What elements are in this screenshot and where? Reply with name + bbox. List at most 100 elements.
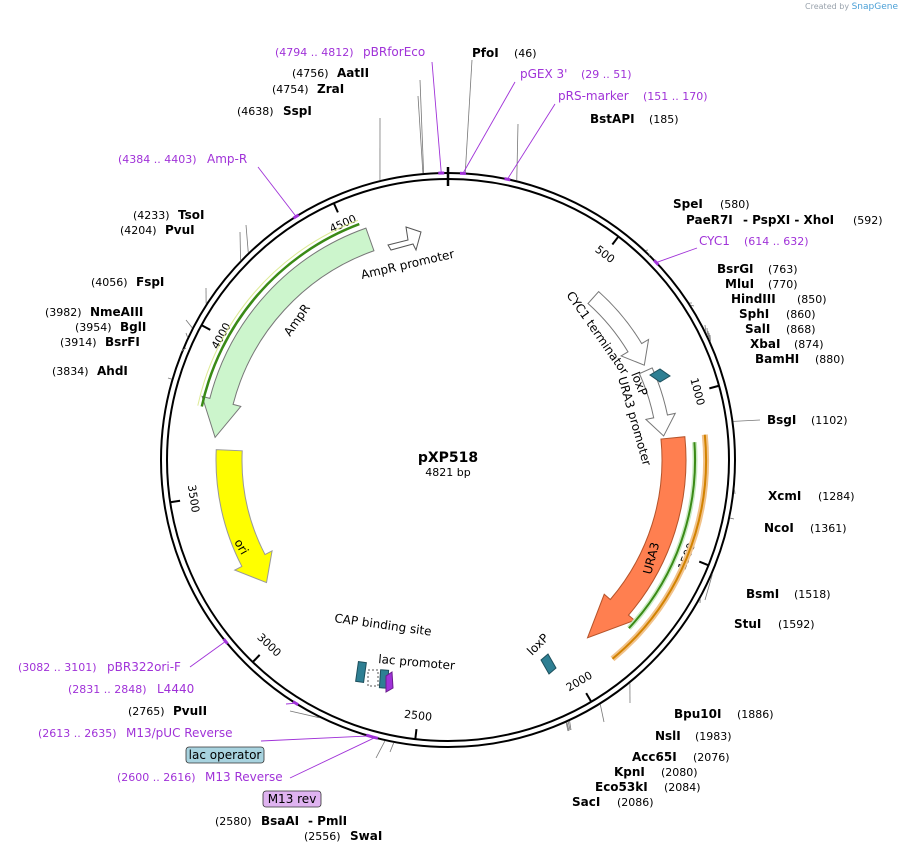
enzyme-position: (1361) — [810, 522, 847, 535]
enzyme-leader — [690, 304, 695, 307]
enzyme-position: (1886) — [737, 708, 774, 721]
m13-rev-box[interactable]: M13 rev — [262, 790, 322, 808]
primer-leader — [462, 81, 516, 174]
label-leaders — [167, 59, 761, 759]
primer-leader — [431, 61, 442, 174]
enzyme-leader — [289, 710, 320, 719]
primer-Amp-R[interactable]: (4384 .. 4403)Amp-R — [118, 152, 247, 166]
enzyme-leader — [567, 721, 571, 731]
enzyme-SwaI[interactable]: (2556)SwaI — [304, 829, 382, 843]
enzyme-NslI[interactable]: NslI(1983) — [655, 729, 732, 743]
primer-M13-Reverse[interactable]: (2600 .. 2616)M13 Reverse — [117, 770, 283, 784]
enzyme-MluI[interactable]: MluI (770) — [725, 277, 798, 291]
enzyme-position: (770) — [768, 278, 798, 291]
enzyme-FspI[interactable]: (4056)FspI — [91, 275, 164, 289]
enzyme-TsoI[interactable]: (4233)TsoI — [133, 208, 204, 222]
primer-pRS-marker[interactable]: pRS-marker(151 .. 170) — [558, 89, 708, 103]
enzyme-name: Eco53kI — [595, 780, 648, 794]
primer-L4440[interactable]: (2831 .. 2848)L4440 — [68, 682, 194, 696]
enzyme-PaeR7I[interactable]: PaeR7I- PspXI - XhoI(592) — [686, 213, 883, 227]
primer-pBRforEco[interactable]: (4794 .. 4812)pBRforEco — [275, 45, 425, 59]
enzyme-SalI[interactable]: SalI(868) — [745, 322, 816, 336]
primer-name: pBRforEco — [363, 45, 425, 59]
enzyme-ZraI[interactable]: (4754)ZraI — [272, 82, 344, 96]
enzyme-BamHI[interactable]: BamHI(880) — [755, 352, 845, 366]
enzyme-XbaI[interactable]: XbaI(874) — [750, 337, 824, 351]
primer-pBR322ori-F[interactable]: (3082 .. 3101)pBR322ori-F — [18, 660, 181, 674]
loxp-bottom-marker[interactable] — [540, 653, 557, 675]
scale-tick — [332, 202, 339, 213]
primer-position: (3082 .. 3101) — [18, 661, 97, 674]
ampr-orf-line — [200, 222, 360, 407]
enzyme-Bpu10I[interactable]: Bpu10I(1886) — [674, 707, 774, 721]
enzyme-Acc65I[interactable]: Acc65I(2076) — [632, 750, 730, 764]
enzyme-XcmI[interactable]: XcmI(1284) — [768, 489, 855, 503]
enzyme-BsmI[interactable]: BsmI(1518) — [746, 587, 831, 601]
enzyme-name: SacI — [572, 795, 600, 809]
ura3-arrow[interactable] — [586, 436, 687, 639]
enzyme-leader — [733, 419, 761, 422]
primer-pGEX3[interactable]: pGEX 3'(29 .. 51) — [520, 67, 632, 81]
enzyme-position: (2765) — [128, 705, 165, 718]
enzyme-PfoI[interactable]: PfoI(46) — [472, 46, 537, 60]
primer-sites — [189, 61, 698, 779]
loxp-top-marker[interactable] — [649, 368, 671, 383]
cap-site-block[interactable] — [355, 660, 367, 684]
ampr-arrow[interactable] — [201, 227, 375, 439]
primer-M13pUC-Reverse[interactable]: (2613 .. 2635)M13/pUC Reverse — [38, 726, 233, 740]
lac-promoter-arrow[interactable] — [385, 671, 394, 693]
enzyme-BglI[interactable]: (3954)BglI — [75, 320, 146, 334]
enzyme-position: (46) — [514, 47, 537, 60]
primer-name: Amp-R — [207, 152, 247, 166]
enzyme-leader — [185, 332, 188, 338]
enzyme-leader — [734, 489, 736, 495]
enzyme-BsrGI[interactable]: BsrGI(763) — [717, 262, 798, 276]
enzyme-position: (1983) — [695, 730, 732, 743]
enzyme-name: SphI — [739, 307, 769, 321]
enzyme-leader — [648, 253, 651, 257]
enzyme-name: PvuII — [173, 704, 207, 718]
enzyme-SphI[interactable]: SphI(860) — [739, 307, 816, 321]
ura3-promoter-arrow[interactable] — [638, 367, 677, 437]
m13-rev-box-label: M13 rev — [268, 792, 317, 806]
primer-CYC1[interactable]: CYC1(614 .. 632) — [699, 234, 809, 248]
enzyme-BsrFI[interactable]: (3914)BsrFI — [60, 335, 140, 349]
enzyme-leader — [181, 347, 187, 352]
enzyme-SspI[interactable]: (4638)SspI — [237, 104, 312, 118]
enzyme-Eco53kI[interactable]: Eco53kI(2084) — [595, 780, 701, 794]
primer-site — [653, 259, 660, 266]
enzyme-NcoI[interactable]: NcoI(1361) — [764, 521, 847, 535]
enzyme-NmeAIII[interactable]: (3982)NmeAIII — [45, 305, 143, 319]
enzyme-HindIII[interactable]: HindIII(850) — [731, 292, 827, 306]
primer-name: pGEX 3' — [520, 67, 567, 81]
snapgene-brand: SnapGene — [851, 2, 898, 12]
enzyme-name: Acc65I — [632, 750, 677, 764]
enzyme-BsaAI[interactable]: (2580)BsaAI- PmlI — [215, 814, 347, 828]
primer-site — [292, 213, 300, 220]
enzyme-leader — [704, 324, 707, 332]
scale-tick — [170, 499, 181, 504]
enzyme-BsgI[interactable]: BsgI(1102) — [767, 413, 848, 427]
enzyme-StuI[interactable]: StuI(1592) — [734, 617, 815, 631]
lac-operator-box-label: lac operator — [189, 748, 262, 762]
cyc1-terminator-arrow[interactable] — [587, 290, 650, 366]
enzyme-BstAPI[interactable]: BstAPI(185) — [590, 112, 679, 126]
enzyme-AatII[interactable]: (4756)AatII — [292, 66, 369, 80]
enzyme-name: KpnI — [614, 765, 645, 779]
enzyme-name: AhdI — [97, 364, 128, 378]
enzyme-SpeI[interactable]: SpeI(580) — [673, 197, 750, 211]
lac-operator-box[interactable]: lac operator — [185, 746, 265, 764]
enzyme-name: MluI — [725, 277, 754, 291]
enzyme-SacI[interactable]: SacI(2086) — [572, 795, 654, 809]
enzyme-position: (3914) — [60, 336, 97, 349]
feature-label-lac-promoter: lac promoter — [378, 652, 456, 673]
enzyme-PvuII[interactable]: (2765) PvuII — [128, 704, 207, 718]
enzyme-PvuI[interactable]: (4204)PvuI — [120, 223, 195, 237]
enzyme-name: XbaI — [750, 337, 780, 351]
ori-arrow[interactable] — [215, 449, 273, 584]
feature-label-cap-binding-site: CAP binding site — [334, 611, 433, 638]
enzyme-leader — [729, 517, 735, 520]
enzyme-AhdI[interactable]: (3834)AhdI — [52, 364, 128, 378]
enzyme-KpnI[interactable]: KpnI(2080) — [614, 765, 698, 779]
ampr-promoter-arrow[interactable] — [387, 226, 422, 252]
